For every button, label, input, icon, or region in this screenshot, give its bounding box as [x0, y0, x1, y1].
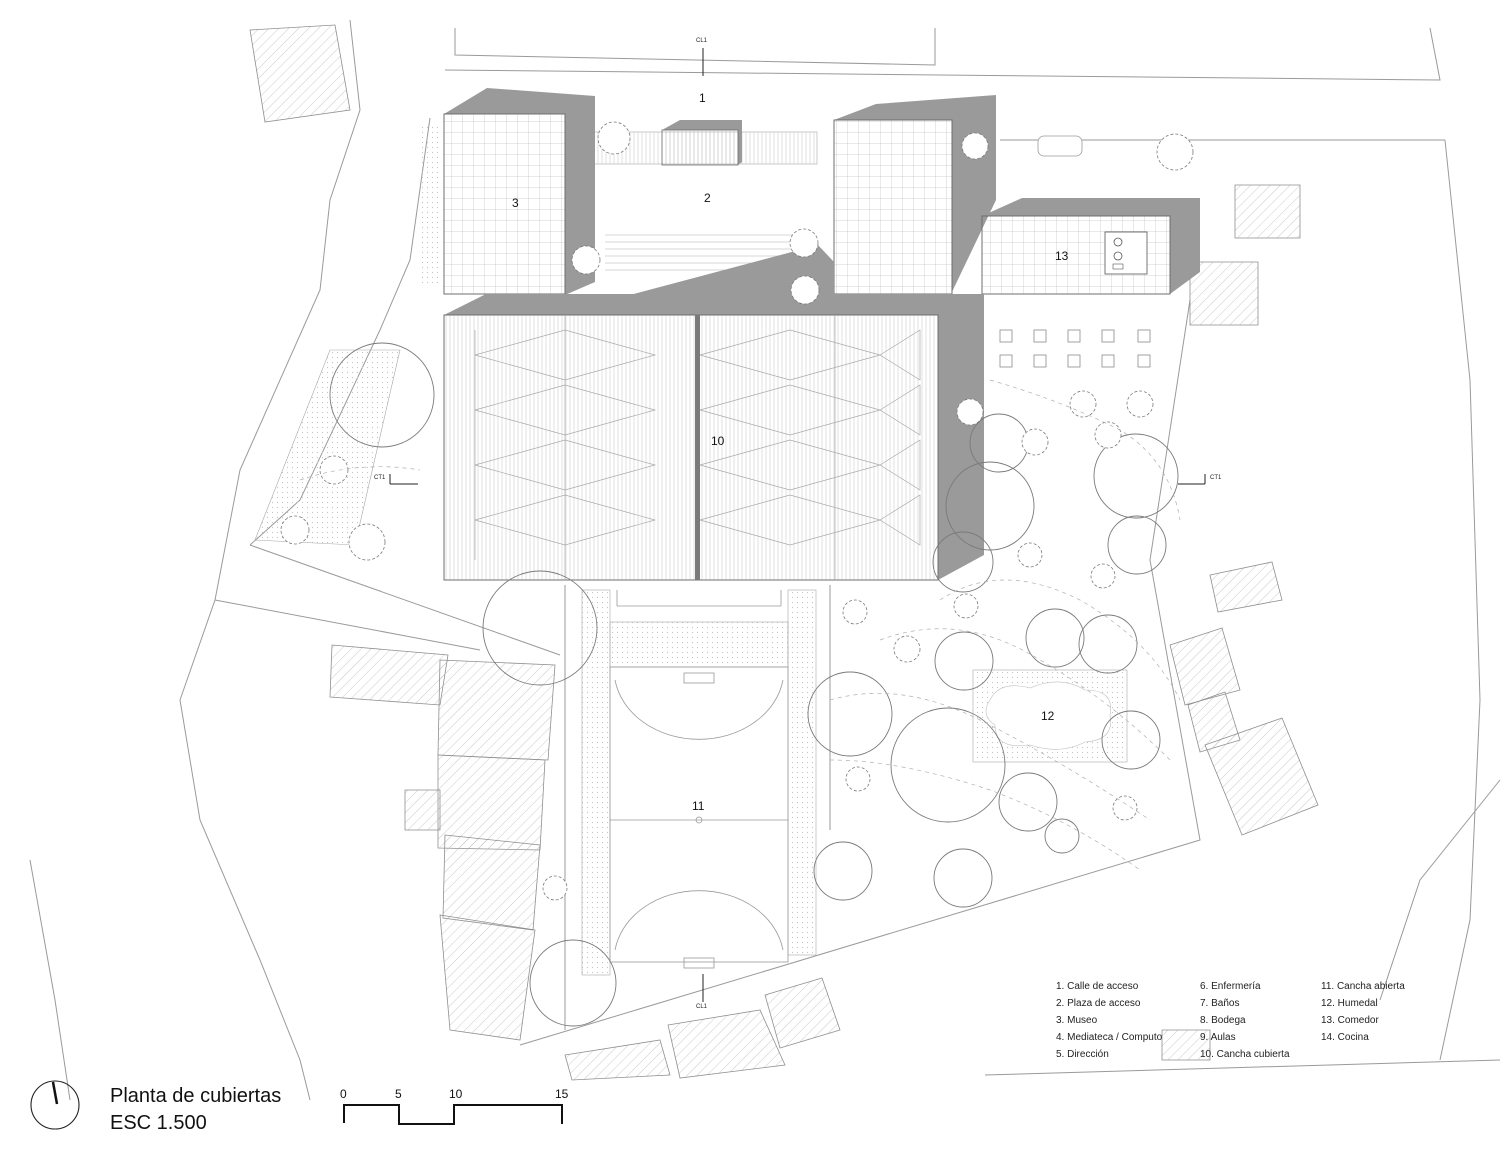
label-cancha-cubierta: 10	[711, 434, 725, 448]
legend-item: 12. Humedal	[1321, 998, 1378, 1009]
kitchen-equipment	[1104, 231, 1148, 275]
dining-tables	[999, 329, 1151, 368]
legend-item: 14. Cocina	[1321, 1032, 1369, 1043]
garden-paths	[299, 379, 1181, 871]
aulas-roof-shadow	[834, 95, 996, 292]
court-roof-folds	[474, 315, 921, 580]
pavilion-roof	[661, 129, 739, 166]
label-museo: 3	[512, 196, 519, 210]
label-plaza-de-acceso: 2	[704, 191, 711, 205]
section-label-cl-bottom: CL1	[696, 1004, 708, 1010]
shrubs	[280, 121, 1194, 901]
legend-item: 2. Plaza de acceso	[1056, 998, 1141, 1009]
pavilion-shadow	[662, 120, 742, 165]
legend-item: 1. Calle de acceso	[1056, 981, 1139, 992]
open-court-top-strip	[609, 621, 789, 668]
legend-item: 9. Aulas	[1200, 1032, 1236, 1043]
legend-item: 11. Cancha abierta	[1321, 981, 1405, 992]
open-court-lines	[609, 590, 789, 969]
legend-item: 10. Cancha cubierta	[1200, 1049, 1290, 1060]
section-label-cl-top: CL1	[696, 38, 708, 44]
legend-column-1: 1. Calle de acceso 2. Plaza de acceso 3.…	[1056, 978, 1162, 1063]
car	[1037, 135, 1083, 157]
museo-roof-shadow	[444, 88, 595, 295]
legend-item: 13. Comedor	[1321, 1015, 1379, 1026]
planting-strip-west	[254, 349, 401, 546]
drawing-title-name: Planta de cubiertas	[110, 1085, 282, 1107]
legend-item: 4. Mediateca / Computo	[1056, 1032, 1163, 1043]
legend-item: 3. Museo	[1056, 1015, 1098, 1026]
court-ridge	[695, 315, 700, 580]
museo-roof	[443, 113, 566, 295]
humedal-pond	[985, 681, 1112, 750]
section-label-ct-right: CT1	[1210, 475, 1222, 481]
section-lines	[389, 48, 1206, 1002]
site-lines	[29, 19, 1501, 1101]
label-comedor: 13	[1055, 249, 1069, 263]
legend-item: 5. Dirección	[1056, 1049, 1109, 1060]
scale-tick-label: 15	[555, 1087, 569, 1101]
open-court-side-left	[581, 589, 611, 976]
planting-strip-left	[420, 125, 442, 285]
legend-item: 6. Enfermería	[1200, 981, 1261, 992]
scale-tick-label: 0	[340, 1087, 347, 1101]
scale-bar	[343, 1104, 563, 1125]
legend-column-3: 11. Cancha abierta 12. Humedal 13. Comed…	[1321, 978, 1405, 1046]
north-arrow-icon	[30, 1080, 80, 1130]
open-court-side-right	[787, 589, 817, 956]
drawing-scale-text: ESC 1.500	[110, 1112, 207, 1134]
label-cancha-abierta: 11	[692, 799, 705, 813]
aulas-roof	[833, 119, 953, 295]
label-calle-de-acceso: 1	[699, 91, 706, 105]
section-label-ct-left: CT1	[374, 475, 386, 481]
drawing-title: Planta de cubiertas ESC 1.500	[110, 1083, 281, 1137]
court-roof	[443, 314, 939, 581]
legend-item: 8. Bodega	[1200, 1015, 1246, 1026]
neighbor-lots	[249, 24, 1319, 1081]
roof-gable	[630, 245, 834, 300]
label-humedal: 12	[1041, 709, 1055, 723]
comedor-roof-shadow	[982, 198, 1200, 294]
scale-tick-label: 10	[449, 1087, 463, 1101]
scale-tick-label: 5	[395, 1087, 402, 1101]
legend-column-2: 6. Enfermería 7. Baños 8. Bodega 9. Aula…	[1200, 978, 1290, 1063]
legend-item: 7. Baños	[1200, 998, 1240, 1009]
